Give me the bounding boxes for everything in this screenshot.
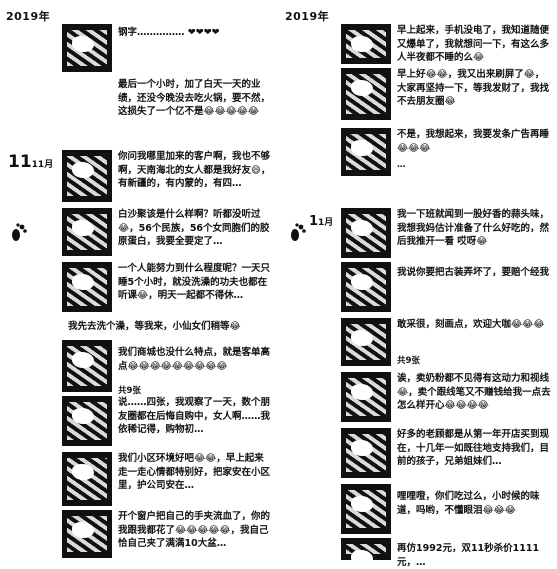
post-thumbnail[interactable] [62, 396, 112, 446]
post-thumbnail[interactable] [341, 428, 391, 478]
date-label: 1111月 [8, 152, 53, 172]
list-item[interactable]: 早上好😂😂，我又出来刷屏了😂，大家再坚持一下，等我发财了，我找不去朋友圈😂 [341, 68, 551, 120]
year-label: 2019年 [6, 10, 51, 23]
post-thumbnail[interactable] [62, 510, 112, 558]
post-text: 再仿1992元，双11秒杀价1111元，… [397, 543, 540, 568]
post-text: 钢字…………… ❤❤❤❤ [118, 27, 220, 38]
post-text: 最后一个小时，加了白天一天的业绩，还没今晚没去吃火锅，要不然，这损失了一个亿不是… [118, 79, 271, 117]
post-thumbnail[interactable] [341, 372, 391, 422]
list-item[interactable]: 一个人能努力到什么程度呢？一天只睡5个小时，就没洗澡的功夫也都在听课😂，明天一起… [62, 262, 272, 312]
year-label: 2019年 [285, 10, 330, 23]
list-item[interactable]: 说……四张，我观察了一天，数个朋友圈都在后悔自购中，女人啊……我依稀记得，购物初… [62, 396, 272, 446]
list-item[interactable]: 再仿1992元，双11秒杀价1111元，… [341, 538, 551, 568]
post-thumbnail[interactable] [62, 150, 112, 202]
footprint-icon [289, 222, 307, 244]
list-item[interactable]: 我们商城也没什么特点，就是客单高点😂😂😂😂😂😂😂😂😂 共9张 [62, 340, 272, 396]
list-item[interactable]: 最后一个小时，加了白天一天的业绩，还没今晚没去吃火锅，要不然，这损失了一个亿不是… [62, 78, 272, 130]
post-text: 说……四张，我观察了一天，数个朋友圈都在后悔自购中，女人啊……我依稀记得，购物初… [118, 397, 271, 435]
date-month: 11月 [31, 160, 54, 170]
post-text: 哩哩噔，你们吃过么，小时候的味道，吗哟，不懂眼泪😂😂😂 [397, 491, 540, 516]
post-text: 早上起来，手机没电了，我知道随便又爆单了，我就想问一下，有这么多人半夜都不睡的么… [397, 25, 550, 63]
post-thumbnail[interactable] [62, 340, 112, 392]
post-text: 诶，卖奶粉都不见得有这动力和视线😂，卖个跟线笔又不赚钱给我一点去怎么样开心😂😂😂… [397, 373, 551, 411]
date-day: 11 [8, 152, 32, 172]
post-thumbnail[interactable] [341, 318, 391, 366]
list-item[interactable]: 开个窗户把自己的手夹流血了，你的我跟我都花了😂😂😂😂😂，我自己恰自己夹了满满10… [62, 510, 272, 558]
list-item[interactable]: 敢采很，刻画点，欢迎大咖😂😂😂 共9张 [341, 318, 551, 366]
post-thumbnail[interactable] [341, 538, 391, 566]
image-count: … [397, 160, 406, 170]
timeline-column-left: 2019年 1111月 钢字…………… ❤❤❤❤ 最后一个小时，加了白天一天的业… [0, 0, 278, 560]
image-count: 共9张 [118, 386, 141, 396]
post-thumbnail[interactable] [62, 208, 112, 256]
post-text: 早上好😂😂，我又出来刷屏了😂，大家再坚持一下，等我发财了，我找不去朋友圈😂 [397, 69, 550, 107]
post-thumbnail[interactable] [62, 262, 112, 312]
post-thumbnail[interactable] [341, 484, 391, 534]
date-month: 1月 [318, 218, 334, 228]
post-text: 我们小区环境好吧😂😂，早上起来走一走心情都特别好，把家安在小区里，护公司安在… [118, 453, 271, 491]
footprint-icon [10, 222, 28, 244]
list-item[interactable]: 你问我哪里加来的客户啊，我也不够啊，天南海北的女人都是我好友😄，有新疆的，有内蒙… [62, 150, 272, 202]
post-text: 不是，我想起来，我要发条广告再睡😂😂😂 [397, 129, 550, 154]
date-day: 1 [309, 214, 319, 229]
post-thumbnail[interactable] [62, 452, 112, 506]
image-count: 共9张 [397, 356, 420, 366]
post-text: 我一下班就闻到一股好香的蒜头味，我想我妈估计准备了什么好吃的，然后我推开一看 哎… [397, 209, 550, 247]
post-text: 你问我哪里加来的客户啊，我也不够啊，天南海北的女人都是我好友😄，有新疆的，有内蒙… [118, 151, 271, 189]
timeline-column-right: 2019年 11月 早上起来，手机没电了，我知道随便又爆单了，我就想问一下，有这… [279, 0, 557, 568]
list-item[interactable]: 诶，卖奶粉都不见得有这动力和视线😂，卖个跟线笔又不赚钱给我一点去怎么样开心😂😂😂… [341, 372, 551, 422]
post-text: 白沙聚该是什么样啊？听都没听过😂，56个民族，56个女同胞们的胶原蛋白，我要全要… [118, 209, 270, 247]
date-label: 11月 [309, 214, 333, 229]
post-thumbnail[interactable] [341, 262, 391, 312]
post-thumbnail[interactable] [62, 24, 112, 72]
post-thumbnail[interactable] [341, 208, 391, 258]
list-item[interactable]: 早上起来，手机没电了，我知道随便又爆单了，我就想问一下，有这么多人半夜都不睡的么… [341, 24, 551, 64]
list-item[interactable]: 不是，我想起来，我要发条广告再睡😂😂😂 … [341, 128, 551, 176]
list-item[interactable]: 好多的老顾都是从第一年开店买到现在，十几年一如既往地支持我们，目前的孩子，兄弟姐… [341, 428, 551, 478]
post-text: 敢采很，刻画点，欢迎大咖😂😂😂 [397, 319, 545, 330]
post-text: 我说你要把古装弄坏了，要赔个经我 [397, 267, 550, 278]
post-text: 好多的老顾都是从第一年开店买到现在，十几年一如既往地支持我们，目前的孩子，兄弟姐… [397, 429, 550, 467]
post-thumbnail[interactable] [341, 128, 391, 176]
post-text-only[interactable]: 我先去洗个澡，等我来，小仙女们稍等😂 [68, 321, 241, 332]
list-item[interactable]: 我一下班就闻到一股好香的蒜头味，我想我妈估计准备了什么好吃的，然后我推开一看 哎… [341, 208, 551, 258]
list-item[interactable]: 我说你要把古装弄坏了，要赔个经我 [341, 262, 551, 312]
list-item[interactable]: 白沙聚该是什么样啊？听都没听过😂，56个民族，56个女同胞们的胶原蛋白，我要全要… [62, 208, 272, 256]
list-item[interactable]: 钢字…………… ❤❤❤❤ [62, 24, 272, 72]
list-item[interactable]: 哩哩噔，你们吃过么，小时候的味道，吗哟，不懂眼泪😂😂😂 [341, 484, 551, 534]
post-thumbnail[interactable] [341, 24, 391, 64]
list-item[interactable]: 我们小区环境好吧😂😂，早上起来走一走心情都特别好，把家安在小区里，护公司安在… [62, 452, 272, 506]
post-text: 我们商城也没什么特点，就是客单高点😂😂😂😂😂😂😂😂😂 [118, 347, 271, 372]
post-thumbnail[interactable] [341, 68, 391, 120]
post-text: 开个窗户把自己的手夹流血了，你的我跟我都花了😂😂😂😂😂，我自己恰自己夹了满满10… [118, 511, 271, 549]
post-text: 一个人能努力到什么程度呢？一天只睡5个小时，就没洗澡的功夫也都在听课😂，明天一起… [118, 263, 271, 301]
